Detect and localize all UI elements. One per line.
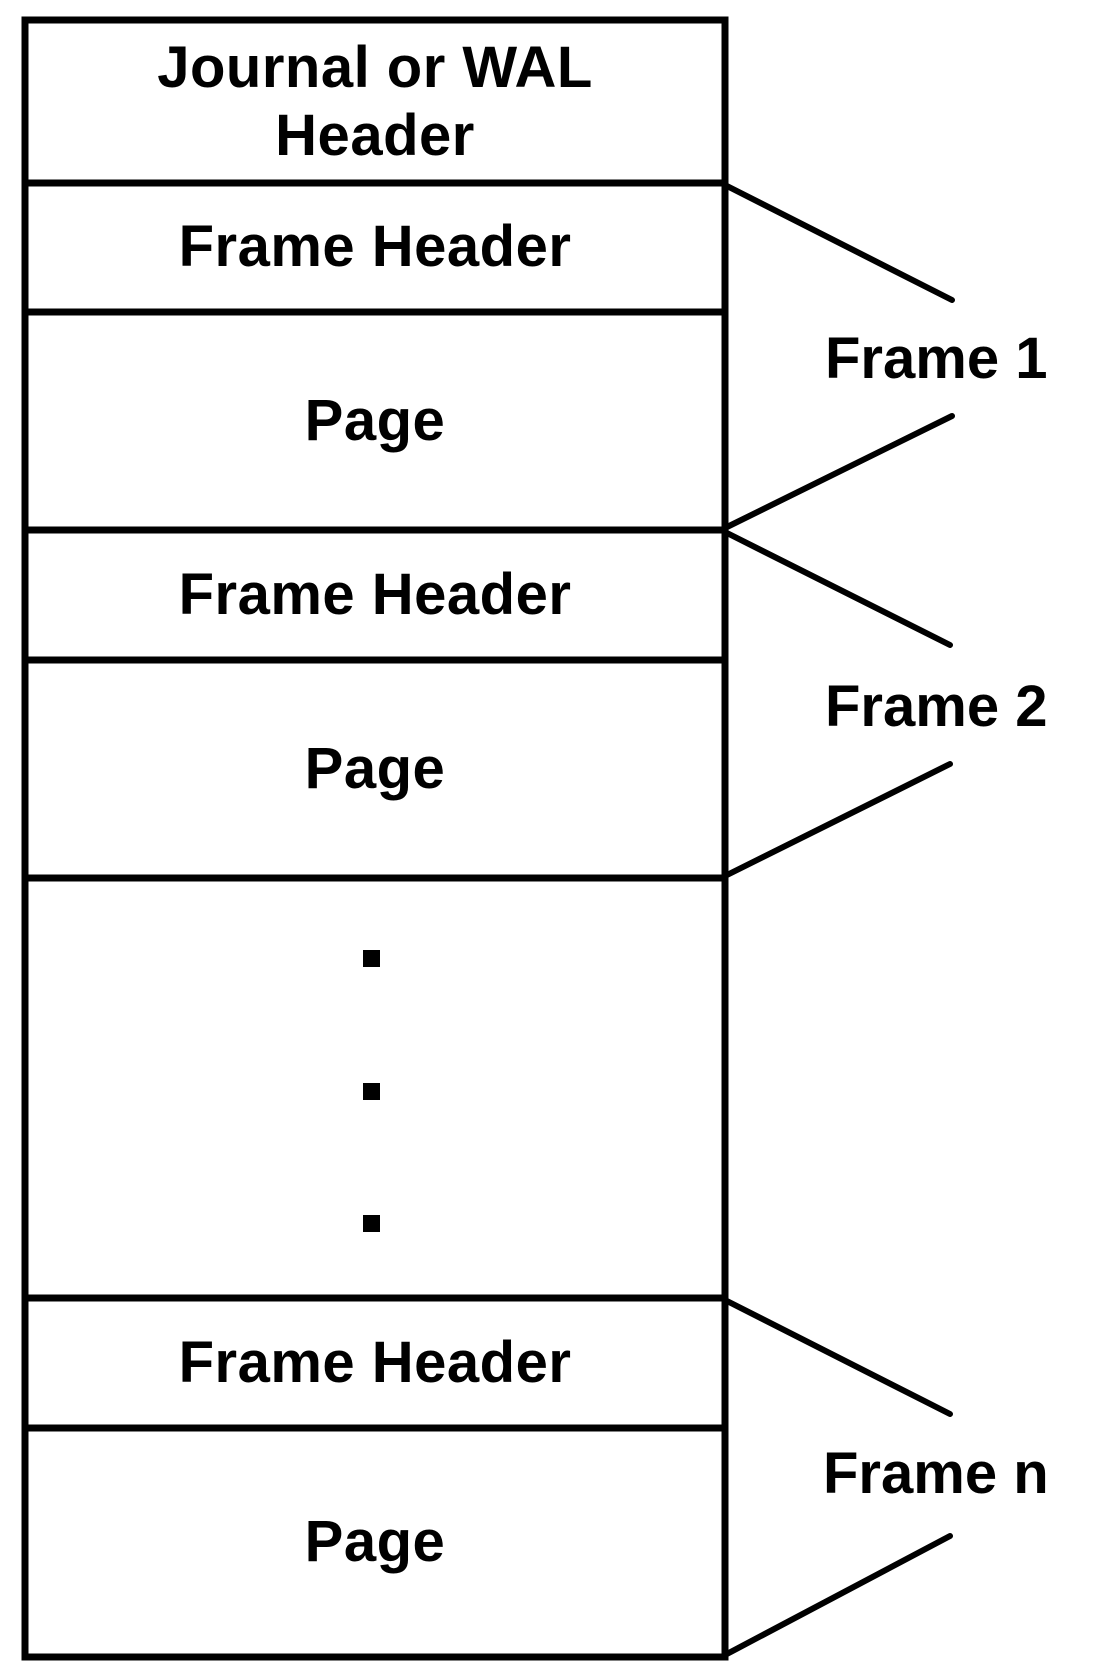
- frame-header-label: Frame Header: [178, 1329, 572, 1395]
- frame-1-bracket-top: [722, 182, 955, 303]
- ellipsis-dot: [363, 1215, 380, 1232]
- frame-2-label: Frame 2: [825, 674, 1048, 739]
- frame-header-label: Frame Header: [178, 214, 572, 280]
- frame-1-page-block: Page: [29, 315, 721, 527]
- frame-n-label: Frame n: [823, 1441, 1049, 1506]
- page-label: Page: [304, 387, 446, 453]
- ellipsis-dot: [363, 1083, 380, 1100]
- page-label: Page: [304, 1508, 446, 1574]
- frame-n-header-block: Frame Header: [29, 1301, 721, 1425]
- frame-2-bracket-top: [722, 529, 953, 648]
- ellipsis-dot: [363, 950, 380, 967]
- file-outline: [21, 16, 729, 1661]
- frame-1-bracket-bottom: [722, 413, 955, 531]
- frame-2-header-block: Frame Header: [29, 533, 721, 657]
- frame-n-bracket-bottom: [722, 1533, 953, 1658]
- journal-header-block: Journal or WAL Header: [29, 24, 721, 180]
- frame-2-bracket-bottom: [722, 761, 953, 879]
- frame-header-label: Frame Header: [178, 561, 572, 627]
- frame-1-header-block: Frame Header: [29, 186, 721, 309]
- page-label: Page: [304, 735, 446, 801]
- frame-n-page-block: Page: [29, 1431, 721, 1653]
- journal-header-label: Journal or WAL Header: [157, 34, 593, 168]
- frame-2-page-block: Page: [29, 663, 721, 875]
- frame-n-bracket-top: [722, 1297, 953, 1417]
- frame-1-label: Frame 1: [825, 326, 1048, 391]
